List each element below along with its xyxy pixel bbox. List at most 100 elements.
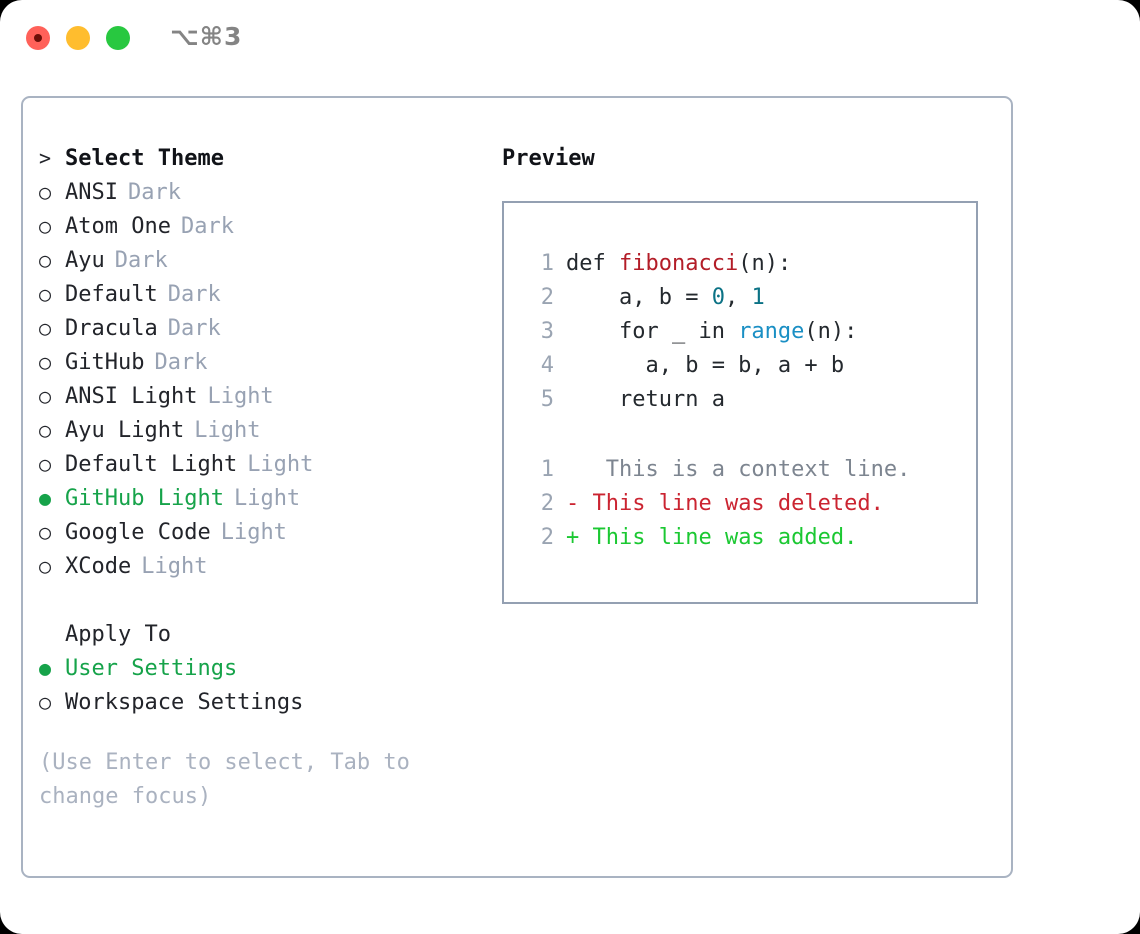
line-number: 2 <box>540 491 554 516</box>
theme-name-label: XCode <box>65 554 132 579</box>
radio-unselected-icon[interactable]: ○ <box>39 180 52 204</box>
code-token: for _ in <box>566 319 739 344</box>
code-line: 3 for _ in range(n): <box>522 319 976 353</box>
theme-list-item[interactable]: ○ Google Code Light <box>39 520 479 554</box>
diff-sign: - <box>566 491 580 516</box>
theme-list-item[interactable]: ○ Dracula Dark <box>39 316 479 350</box>
line-number: 3 <box>540 319 554 344</box>
radio-unselected-icon[interactable]: ○ <box>39 690 52 714</box>
theme-name-label: Google Code <box>65 520 211 545</box>
theme-variant-badge: Light <box>233 486 301 511</box>
minimize-button-icon[interactable] <box>66 26 90 50</box>
theme-name-label: Dracula <box>65 316 158 341</box>
theme-name-label: GitHub Light <box>65 486 224 511</box>
theme-list-item[interactable]: ● GitHub Light Light <box>39 486 479 520</box>
radio-unselected-icon[interactable]: ○ <box>39 520 52 544</box>
code-token: a, b = b, a + b <box>566 353 845 378</box>
window-controls <box>26 26 130 50</box>
radio-selected-icon[interactable]: ● <box>39 486 52 510</box>
apply-to-list: ●User Settings○ Workspace Settings <box>39 656 479 724</box>
theme-list-item[interactable]: ○ Atom One Dark <box>39 214 479 248</box>
radio-unselected-icon[interactable]: ○ <box>39 214 52 238</box>
radio-unselected-icon[interactable]: ○ <box>39 316 52 340</box>
theme-variant-badge: Light <box>220 520 287 545</box>
code-token: range <box>738 319 805 344</box>
line-number: 1 <box>540 457 554 482</box>
theme-variant-badge: Dark <box>114 248 168 273</box>
radio-unselected-icon[interactable]: ○ <box>39 248 52 272</box>
diff-text: This line was added. <box>579 525 858 550</box>
theme-name-label: Ayu Light <box>65 418 185 443</box>
code-token: (n): <box>738 251 792 276</box>
theme-name-label: Default <box>65 282 158 307</box>
code-line: 5 return a <box>522 387 976 421</box>
theme-name-label: ANSI <box>65 180 118 205</box>
prompt-caret-icon: > <box>39 146 52 170</box>
diff-text: This line was deleted. <box>579 491 884 516</box>
theme-list-item[interactable]: ○ ANSI Dark <box>39 180 479 214</box>
select-theme-header-label: Select Theme <box>65 146 224 171</box>
radio-unselected-icon[interactable]: ○ <box>39 418 52 442</box>
diff-line: 2+ This line was added. <box>522 525 976 559</box>
code-token: 1 <box>751 285 765 310</box>
theme-variant-badge: Light <box>194 418 261 443</box>
preview-title: Preview <box>502 146 595 171</box>
keyboard-shortcut-label: ⌥⌘3 <box>170 22 243 51</box>
theme-name-label: Ayu <box>65 248 105 273</box>
theme-name-label: GitHub <box>65 350 145 375</box>
diff-line: 2- This line was deleted. <box>522 491 976 525</box>
keyboard-hint-text: (Use Enter to select, Tab to change focu… <box>39 750 410 809</box>
close-button-icon[interactable] <box>26 26 50 50</box>
apply-to-option[interactable]: ○ Workspace Settings <box>39 690 479 724</box>
maximize-button-icon[interactable] <box>106 26 130 50</box>
code-token: 0 <box>711 285 725 310</box>
code-token: (n): <box>804 319 858 344</box>
theme-list-item[interactable]: ○ ANSI Light Light <box>39 384 479 418</box>
line-number: 2 <box>540 285 554 310</box>
theme-variant-badge: Dark <box>127 180 181 205</box>
code-line: 4 a, b = b, a + b <box>522 353 976 387</box>
line-number: 1 <box>540 251 554 276</box>
radio-unselected-icon[interactable]: ○ <box>39 282 52 306</box>
indent-spacer-icon: ○ <box>39 622 65 646</box>
radio-unselected-icon[interactable]: ○ <box>39 384 52 408</box>
theme-variant-badge: Light <box>207 384 274 409</box>
diff-sign: + <box>566 525 580 550</box>
diff-line: 1 This is a context line. <box>522 457 976 491</box>
theme-name-label: ANSI Light <box>65 384 198 409</box>
radio-unselected-icon[interactable]: ○ <box>39 554 52 578</box>
code-token: def <box>566 251 619 276</box>
theme-name-label: Atom One <box>65 214 171 239</box>
theme-variant-badge: Dark <box>167 316 221 341</box>
apply-to-header-label: Apply To <box>65 622 171 647</box>
line-number: 5 <box>540 387 554 412</box>
diff-sign <box>566 457 579 482</box>
apply-to-option[interactable]: ●User Settings <box>39 656 479 690</box>
theme-list-item[interactable]: ○ Ayu Dark <box>39 248 479 282</box>
diff-sample: 1 This is a context line.2- This line wa… <box>522 457 976 559</box>
radio-unselected-icon[interactable]: ○ <box>39 452 52 476</box>
theme-list-item[interactable]: ○ GitHub Dark <box>39 350 479 384</box>
theme-list-item[interactable]: ○ Default Light Light <box>39 452 479 486</box>
code-token: return a <box>566 387 725 412</box>
theme-variant-badge: Light <box>247 452 314 477</box>
radio-unselected-icon[interactable]: ○ <box>39 350 52 374</box>
theme-variant-badge: Dark <box>180 214 234 239</box>
diff-text: This is a context line. <box>579 457 911 482</box>
theme-list-item[interactable]: ○ Ayu Light Light <box>39 418 479 452</box>
code-line: 2 a, b = 0, 1 <box>522 285 976 319</box>
title-bar: ⌥⌘3 <box>0 0 1140 78</box>
theme-list-item[interactable]: ○ XCode Light <box>39 554 479 588</box>
apply-to-option-label: Workspace Settings <box>65 690 304 715</box>
apply-to-header: ○ Apply To <box>39 622 479 656</box>
theme-name-label: Default Light <box>65 452 238 477</box>
radio-selected-icon[interactable]: ● <box>39 656 52 680</box>
theme-variant-badge: Dark <box>154 350 208 375</box>
theme-variant-badge: Light <box>141 554 208 579</box>
